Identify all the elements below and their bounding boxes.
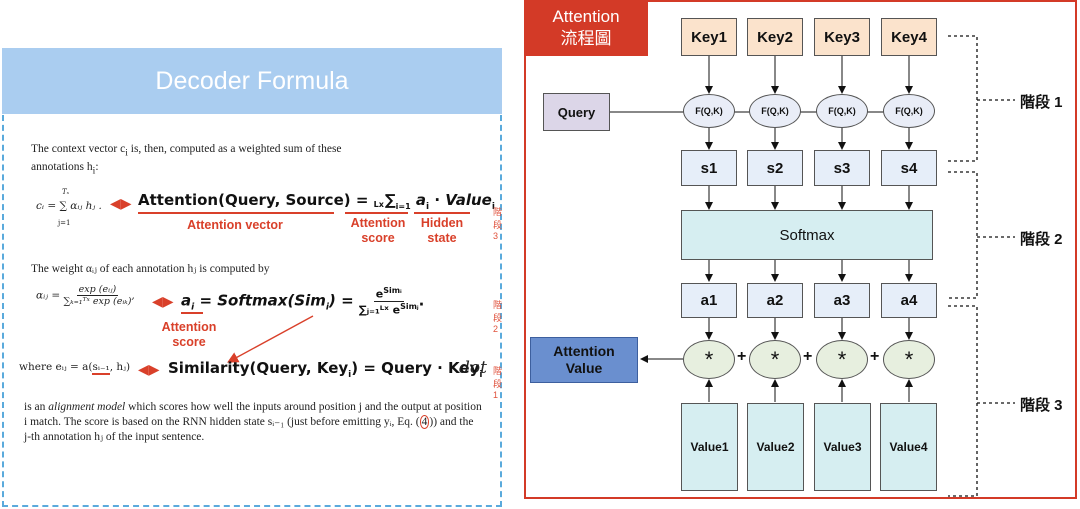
fqk-node-4: F(Q,K): [883, 94, 935, 128]
attention-value-box: Attention Value: [530, 337, 638, 383]
stage3-label: 階段 3: [1020, 397, 1063, 414]
a3-box: a3: [814, 283, 870, 318]
underline-attention: [138, 212, 334, 214]
plus-sign-1: +: [737, 348, 747, 365]
s1-box: s1: [681, 150, 737, 186]
value1-box: Value1: [681, 403, 738, 491]
stage1-label: 階段 1: [1020, 94, 1063, 111]
stage3-tag: 階段 3: [493, 207, 503, 241]
attention-equation: Attention(Query, Source) = Lx∑i=1 ai · V…: [138, 191, 495, 212]
flow-title: Attention 流程圖: [524, 0, 648, 56]
stage2-tag: 階段 2: [493, 300, 503, 334]
a2-box: a2: [747, 283, 803, 318]
key3-box: Key3: [814, 18, 870, 56]
a4-box: a4: [881, 283, 937, 318]
multiply-node-4: *: [883, 340, 935, 379]
decoder-formula-panel: Decoder Formula The context vector ci is…: [0, 48, 504, 509]
stage1-tag: 階段 1: [493, 366, 503, 400]
label-attention-vector: Attention vector: [187, 218, 283, 232]
left-right-arrow-icon: ◀▶: [138, 361, 160, 377]
key4-box: Key4: [881, 18, 937, 56]
multiply-node-2: *: [749, 340, 801, 379]
a1-box: a1: [681, 283, 737, 318]
underline-score: [345, 212, 408, 214]
fqk-node-1: F(Q,K): [683, 94, 735, 128]
softmax-box: Softmax: [681, 210, 933, 260]
multiply-node-1: *: [683, 340, 735, 379]
value3-box: Value3: [814, 403, 871, 491]
key1-box: Key1: [681, 18, 737, 56]
softmax-equation: ai = Softmax(Simi) = eSimᵢ ∑ⱼ₌₁ᴸˣ eSimⱼ …: [181, 286, 425, 317]
attention-flow-panel: [524, 0, 1077, 499]
multiply-node-3: *: [816, 340, 868, 379]
red-pointer-arrow: [227, 315, 314, 363]
weight-equation: αᵢⱼ = exp (eᵢⱼ) ∑ₖ₌₁ᵀˣ exp (eᵢₖ) ,: [36, 284, 135, 307]
context-vector-equation: Tₓ cᵢ = ∑ αᵢⱼ hⱼ . j=1: [36, 188, 102, 227]
left-right-arrow-icon: ◀▶: [110, 195, 132, 211]
alignment-equation: where eᵢⱼ = a(sᵢ₋₁, hⱼ): [19, 361, 131, 375]
left-right-arrow-icon: ◀▶: [152, 293, 174, 309]
plus-sign-3: +: [870, 348, 880, 365]
s4-box: s4: [881, 150, 937, 186]
plus-sign-2: +: [803, 348, 813, 365]
weight-paragraph: The weight αᵢⱼ of each annotation hⱼ is …: [31, 263, 270, 275]
fqk-node-3: F(Q,K): [816, 94, 868, 128]
key2-box: Key2: [747, 18, 803, 56]
formula-body: [2, 115, 502, 507]
stage2-label: 階段 2: [1020, 231, 1063, 248]
query-box: Query: [543, 93, 610, 131]
fqk-node-2: F(Q,K): [749, 94, 801, 128]
value4-box: Value4: [880, 403, 937, 491]
alignment-paragraph: is an alignment model which scores how w…: [24, 401, 482, 443]
value2-box: Value2: [747, 403, 804, 491]
s2-box: s2: [747, 150, 803, 186]
underline-value: [414, 212, 470, 214]
s3-box: s3: [814, 150, 870, 186]
context-vector-paragraph: The context vector ci is, then, computed…: [31, 143, 342, 177]
similarity-equation: Similarity(Query, Keyi) = Query · Keyi: [168, 359, 483, 380]
underline-ai: [181, 312, 203, 314]
dot-label: dot: [459, 358, 487, 378]
panel-title: Decoder Formula: [2, 48, 502, 114]
